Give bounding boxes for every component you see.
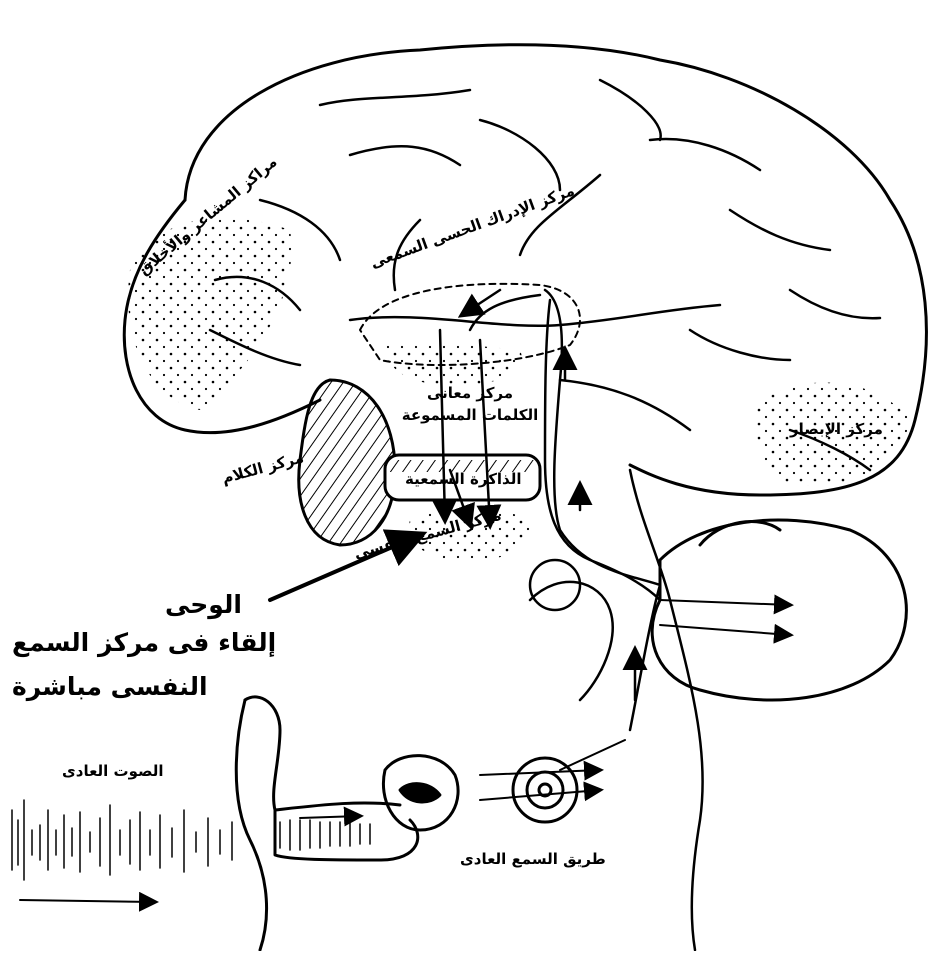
cerebellum <box>652 520 906 700</box>
auditory-memory-label: الذاكرة السمعية <box>405 470 522 488</box>
sound-direction-arrow <box>20 900 155 902</box>
normal-sound-label: الصوت العادى <box>62 762 164 780</box>
brainstem <box>630 470 703 950</box>
revelation-title: الوحى <box>165 590 242 619</box>
vision-center-label: مركز الإبصار <box>790 420 883 438</box>
word-meaning-center-label: مركز معانى الكلمات المسموعة <box>400 382 540 426</box>
emotions-dots <box>128 218 291 410</box>
speech-center-region <box>299 380 395 545</box>
revelation-line2: النفسى مباشرة <box>12 672 208 701</box>
normal-hearing-path-label: طريق السمع العادى <box>460 850 606 868</box>
ear <box>236 697 625 950</box>
sound-wave <box>12 800 232 880</box>
revelation-line1: إلقاء فى مركز السمع <box>12 628 276 657</box>
